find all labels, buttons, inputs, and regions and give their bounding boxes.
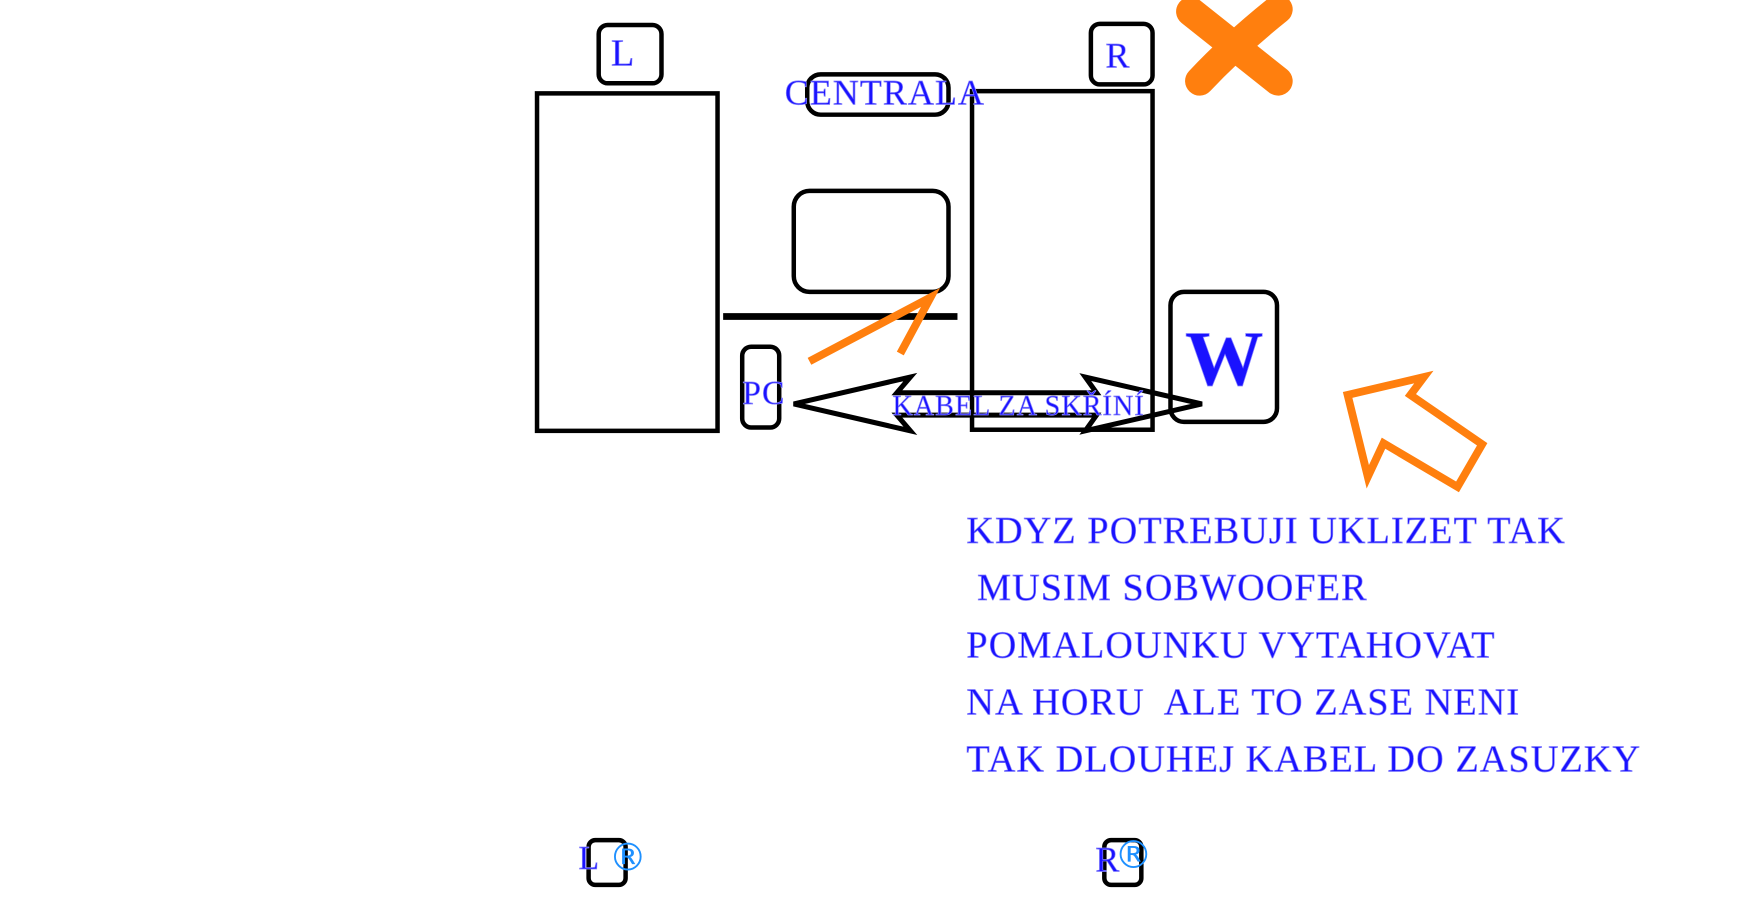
right-speaker-label: R: [1105, 36, 1130, 76]
central-unit-box: [804, 72, 951, 117]
note-text: KDYZ POTREBUJI UKLIZET TAK MUSIM SOBWOOF…: [966, 510, 1641, 781]
rear-left-label: L: [579, 840, 601, 877]
pc-label: PC: [742, 375, 785, 412]
rear-left-box: [586, 837, 628, 888]
right-cabinet: [969, 88, 1155, 432]
pc-box: [739, 344, 782, 430]
note-line: KDYZ POTREBUJI UKLIZET TAK: [966, 510, 1565, 552]
orange-cross-icon: [1176, 0, 1293, 96]
rear-right-box: [1102, 837, 1144, 888]
note-line: NA HORU ALE TO ZASE NENI: [966, 682, 1520, 724]
registered-mark: ®: [1114, 833, 1152, 877]
left-speaker-box: [596, 22, 664, 86]
rear-right-label: R: [1095, 839, 1120, 879]
tv-box: [791, 188, 951, 295]
note-line: POMALOUNKU VYTAHOVAT: [966, 624, 1495, 666]
cable-label: KABEL ZA SKŘÍNÍ: [892, 391, 1144, 422]
left-speaker-label: L: [611, 32, 635, 74]
central-unit-label: CENTRALA: [785, 73, 985, 113]
subwoofer-box: [1168, 289, 1280, 425]
note-line: MUSIM SOBWOOFER: [966, 567, 1367, 609]
cable-double-arrow: [793, 372, 1203, 436]
registered-mark: ®: [609, 835, 647, 879]
subwoofer-label: W: [1185, 315, 1265, 402]
orange-pointer-arrow: [807, 287, 941, 365]
note-line: TAK DLOUHEJ KABEL DO ZASUZKY: [966, 739, 1641, 781]
orange-outline-arrow: [1342, 370, 1488, 493]
left-cabinet: [534, 91, 720, 434]
right-speaker-box: [1088, 21, 1155, 87]
